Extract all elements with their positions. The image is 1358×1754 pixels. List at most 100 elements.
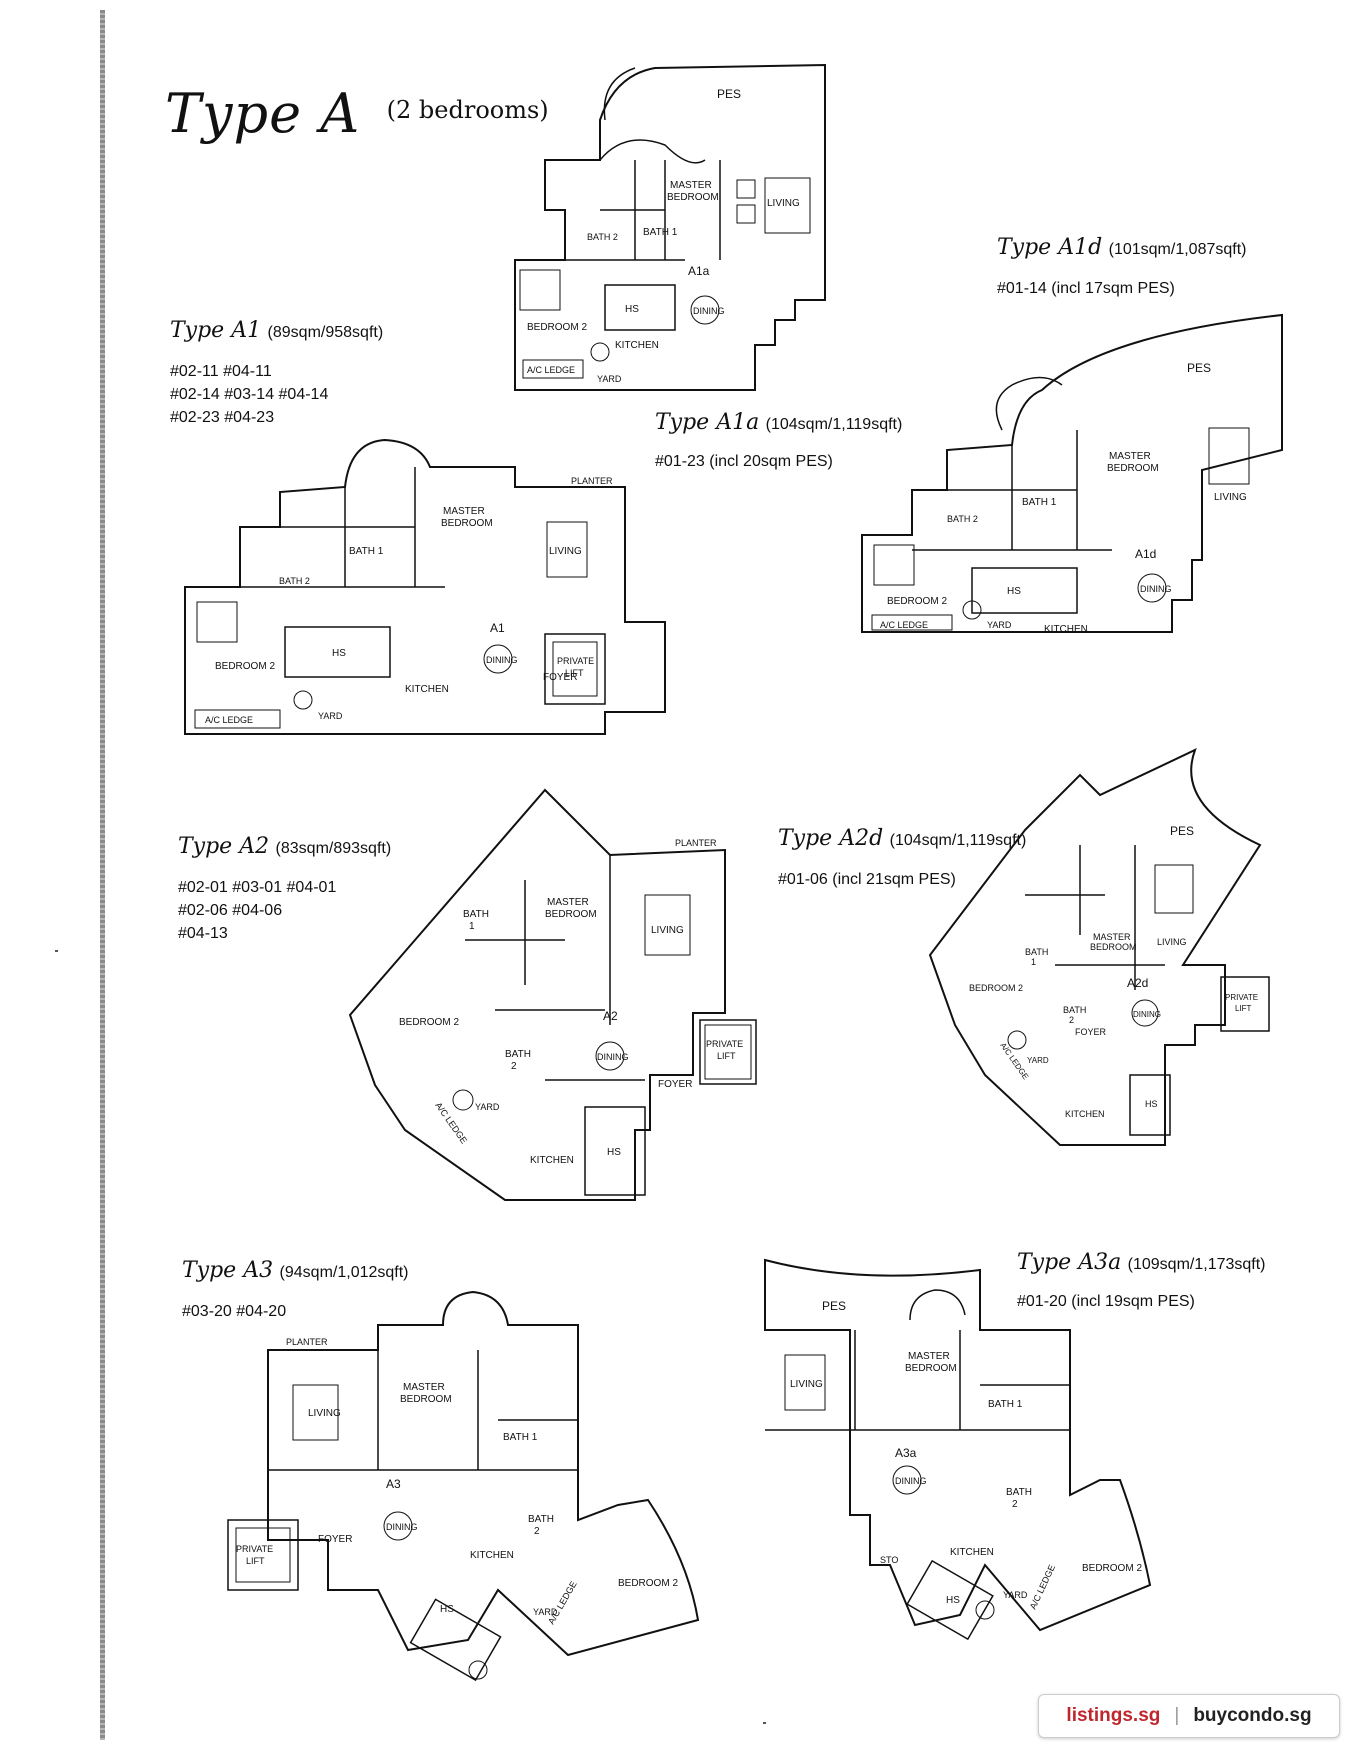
units-a1d: #01-14 (incl 17sqm PES)	[997, 280, 1175, 297]
room-label: 2	[1069, 1015, 1074, 1025]
room-label: BATH 2	[587, 232, 618, 242]
floor-plan-a3a: PES MASTER BEDROOM BATH 1 LIVING A3a DIN…	[764, 1258, 1152, 1641]
room-label: 2	[1012, 1499, 1018, 1510]
page-title-sub: (2 bedrooms)	[386, 96, 549, 124]
units-a1a: #01-23 (incl 20sqm PES)	[655, 453, 833, 470]
room-label: BATH 1	[503, 1432, 538, 1443]
floor-plan-a1a: PES MASTER BEDROOM BATH 1 BATH 2 LIVING …	[514, 63, 826, 391]
units-a3: #03-20 #04-20	[182, 1303, 287, 1320]
room-label: HS	[332, 648, 346, 659]
room-label: PES	[1187, 361, 1211, 375]
page-title-main: Type A	[165, 82, 361, 145]
room-label: BATH	[528, 1514, 554, 1525]
room-label: HS	[625, 304, 639, 315]
room-label: KITCHEN	[1044, 624, 1088, 635]
room-label: MASTER	[1109, 451, 1151, 462]
room-label: PLANTER	[571, 476, 613, 486]
units-a2: #02-01 #03-01 #04-01 #02-06 #04-06 #04-1…	[178, 879, 337, 942]
room-label: YARD	[475, 1102, 500, 1112]
scan-speck	[55, 950, 58, 952]
room-label: A/C LEDGE	[205, 715, 253, 725]
room-label: HS	[1145, 1099, 1158, 1109]
room-label: BEDROOM 2	[887, 596, 947, 607]
page-title: Type A (2 bedrooms)	[165, 82, 549, 145]
units-a2d: #01-06 (incl 21sqm PES)	[778, 871, 956, 888]
room-label: DINING	[895, 1476, 927, 1486]
room-label: KITCHEN	[405, 684, 449, 695]
room-label: PRIVATE	[236, 1544, 273, 1554]
room-label: YARD	[597, 374, 622, 384]
room-label: BATH	[463, 909, 489, 920]
room-label: KITCHEN	[530, 1155, 574, 1166]
watermark-right: buycondo.sg	[1193, 1705, 1312, 1726]
floor-plan-a1d: PES MASTER BEDROOM BATH 1 BATH 2 LIVING …	[861, 313, 1283, 635]
room-label: DINING	[386, 1522, 418, 1532]
scan-speck	[763, 1722, 766, 1724]
room-label: A1a	[688, 264, 710, 278]
caption-a1d: Type A1d (101sqm/1,087sqft)	[997, 235, 1247, 260]
room-label: LIFT	[565, 668, 584, 678]
room-label: PES	[717, 87, 741, 101]
room-label: BATH 1	[988, 1399, 1023, 1410]
floor-plan-a1: PLANTER MASTER BEDROOM BATH 1 BATH 2 LIV…	[184, 438, 666, 735]
room-label: BATH	[505, 1049, 531, 1060]
room-label: BATH	[1025, 947, 1048, 957]
room-label: YARD	[318, 711, 343, 721]
room-label: BEDROOM 2	[399, 1017, 459, 1028]
room-label: BEDROOM	[1107, 463, 1159, 474]
room-label: HS	[1007, 586, 1021, 597]
room-label: BEDROOM	[545, 909, 597, 920]
room-label: BATH 2	[947, 514, 978, 524]
room-label: 2	[534, 1526, 540, 1537]
room-label: LIVING	[790, 1379, 823, 1390]
room-label: BEDROOM 2	[969, 983, 1023, 993]
room-label: A/C LEDGE	[1028, 1563, 1057, 1611]
room-label: LIVING	[549, 546, 582, 557]
room-label: DINING	[1140, 584, 1172, 594]
caption-a3a: Type A3a (109sqm/1,173sqft)	[1017, 1250, 1266, 1275]
room-label: 2	[511, 1061, 517, 1072]
room-label: YARD	[987, 620, 1012, 630]
room-label: FOYER	[318, 1534, 352, 1545]
room-label: A/C LEDGE	[546, 1579, 579, 1626]
room-label: 1	[1031, 957, 1036, 967]
caption-a3: Type A3 (94sqm/1,012sqft)	[182, 1258, 409, 1283]
room-label: 1	[469, 921, 475, 932]
caption-a2: Type A2 (83sqm/893sqft)	[178, 834, 392, 859]
units-a1: #02-11 #04-11 #02-14 #03-14 #04-14 #02-2…	[170, 363, 329, 426]
room-label: PRIVATE	[557, 656, 594, 666]
room-label: YARD	[1003, 1590, 1028, 1600]
room-label: BEDROOM	[905, 1363, 957, 1374]
room-label: A/C LEDGE	[433, 1100, 469, 1145]
room-label: BEDROOM 2	[1082, 1563, 1142, 1574]
room-label: BEDROOM	[667, 192, 719, 203]
room-label: YARD	[533, 1607, 558, 1617]
room-label: PES	[1170, 824, 1194, 838]
room-label: HS	[440, 1604, 454, 1615]
room-label: MASTER	[1093, 932, 1131, 942]
room-label: HS	[946, 1595, 960, 1606]
room-label: BEDROOM	[1090, 942, 1137, 952]
room-label: KITCHEN	[1065, 1109, 1105, 1119]
room-label: A3	[386, 1477, 401, 1491]
room-label: LIVING	[1157, 937, 1187, 947]
room-label: A2	[603, 1009, 618, 1023]
room-label: LIVING	[308, 1408, 341, 1419]
room-label: HS	[607, 1147, 621, 1158]
room-label: LIVING	[651, 925, 684, 936]
room-label: PLANTER	[675, 838, 717, 848]
watermark-left: listings.sg	[1066, 1705, 1161, 1726]
room-label: YARD	[1027, 1056, 1049, 1065]
room-label: BEDROOM 2	[215, 661, 275, 672]
room-label: STO	[880, 1555, 898, 1565]
room-label: MASTER	[547, 897, 589, 908]
room-label: PES	[822, 1299, 846, 1313]
room-label: A3a	[895, 1446, 917, 1460]
room-label: A/C LEDGE	[998, 1041, 1030, 1081]
room-label: BATH 2	[279, 576, 310, 586]
room-label: MASTER	[670, 180, 712, 191]
room-label: BATH 1	[1022, 497, 1057, 508]
room-label: A/C LEDGE	[880, 620, 928, 630]
watermark-badge: listings.sg | buycondo.sg	[1038, 1694, 1340, 1738]
room-label: BATH	[1063, 1005, 1086, 1015]
